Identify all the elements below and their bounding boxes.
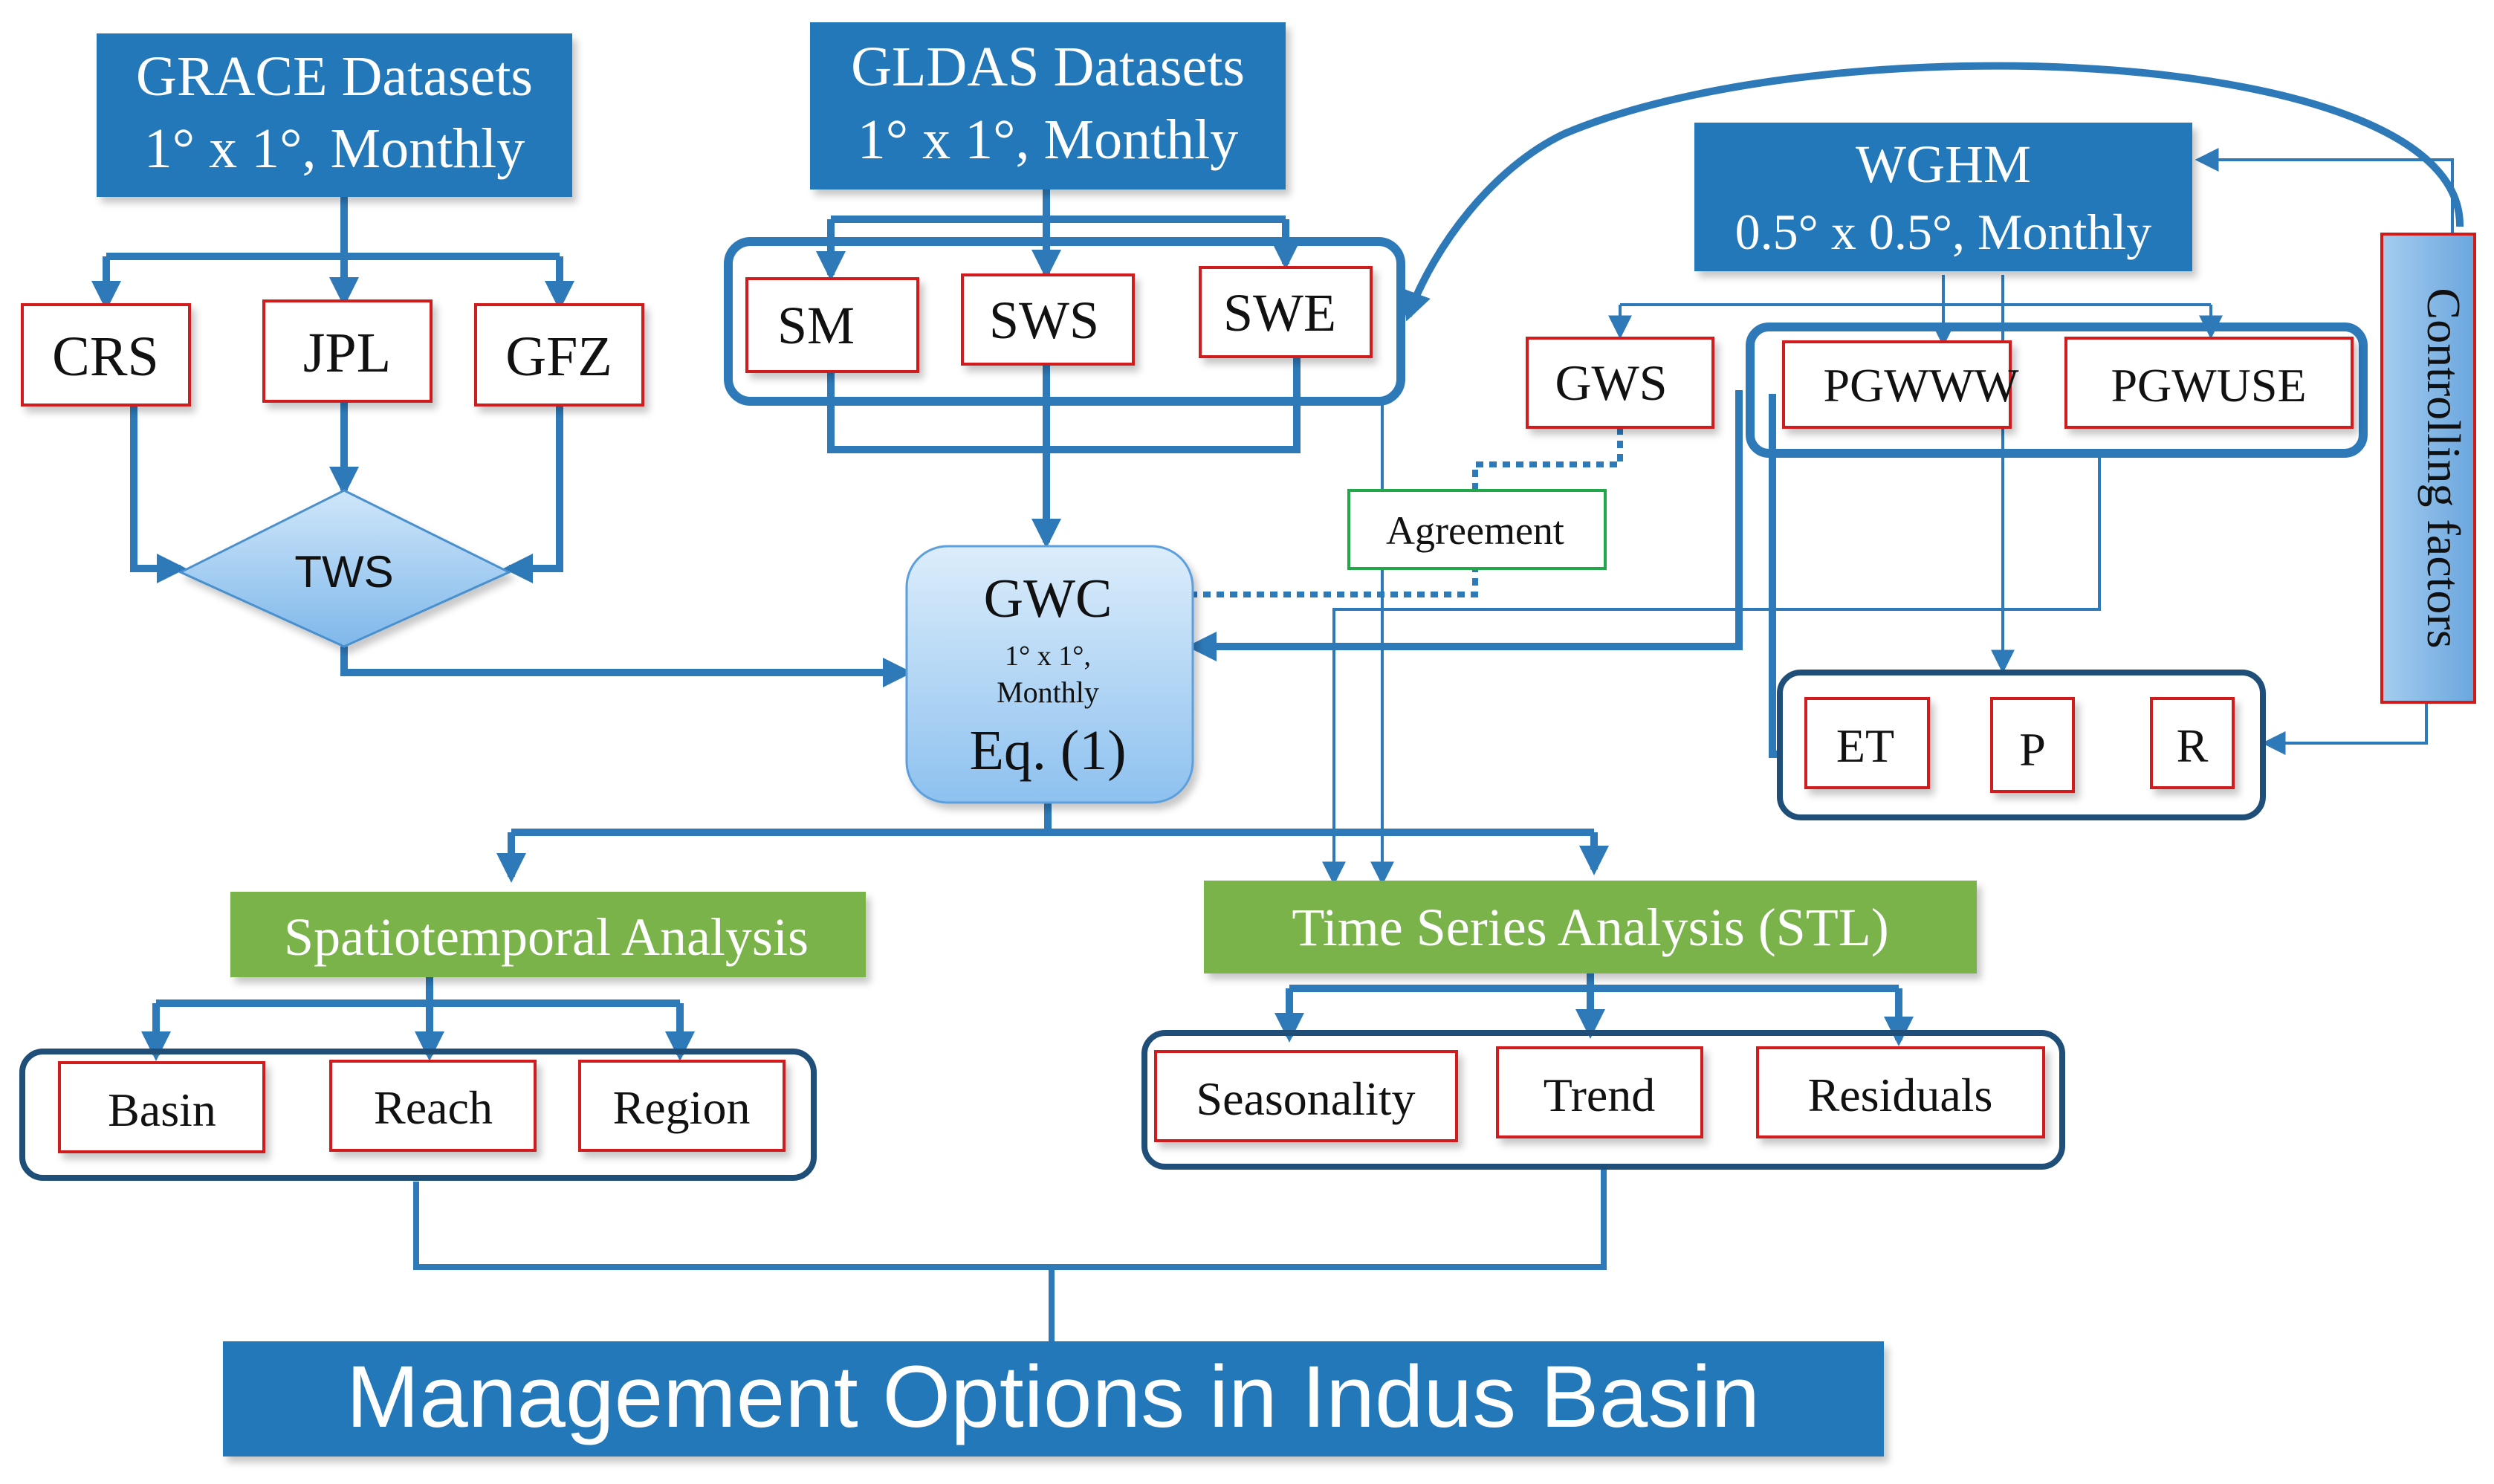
- controlling-curve: [1402, 62, 2464, 322]
- grace-products: CRS JPL GFZ: [21, 299, 644, 406]
- factor-r: R: [2150, 697, 2235, 789]
- timeseries-title: Time Series Analysis (STL): [1292, 898, 1888, 957]
- reach-label: Reach: [374, 1081, 493, 1134]
- product-gfz: GFZ: [474, 303, 644, 406]
- controlling-to-wghm: [2195, 148, 2454, 234]
- item-residuals: Residuals: [1756, 1046, 2045, 1138]
- product-crs: CRS: [21, 303, 191, 406]
- tws-to-gwc: [340, 647, 913, 687]
- item-region: Region: [578, 1060, 786, 1152]
- et-label: ET: [1836, 719, 1894, 772]
- agreement-link: [1472, 427, 1623, 490]
- product-sws: SWS: [961, 273, 1135, 366]
- item-basin: Basin: [58, 1061, 265, 1153]
- product-sm: SM: [745, 277, 919, 373]
- trend-label: Trend: [1544, 1069, 1656, 1121]
- pgwww-label: PGWWW: [1823, 359, 2019, 412]
- management-merge: [413, 1167, 1607, 1341]
- factor-et: ET: [1804, 697, 1930, 789]
- grace-title: GRACE Datasets: [136, 45, 533, 108]
- sws-label: SWS: [989, 291, 1099, 350]
- item-trend: Trend: [1496, 1046, 1703, 1138]
- controlling-factors-box: Controlling factors: [2380, 233, 2476, 704]
- wghm-products-group: PGWWW PGWUSE: [1746, 323, 2368, 458]
- factor-p: P: [1990, 697, 2075, 793]
- item-reach: Reach: [329, 1060, 537, 1152]
- timeseries-box: Time Series Analysis (STL): [1204, 881, 1977, 973]
- wghm-title: WGHM: [1856, 135, 2031, 194]
- agreement-label: Agreement: [1386, 508, 1564, 553]
- gwc-box: GWC 1° x 1°, Monthly Eq. (1): [905, 545, 1194, 804]
- gwc-equation: Eq. (1): [969, 719, 1126, 782]
- residuals-label: Residuals: [1808, 1069, 1993, 1121]
- management-title: Management Options in Indus Basin: [346, 1348, 1760, 1446]
- gwc-title: GWC: [984, 568, 1112, 629]
- gfz-to-tws: [503, 401, 563, 583]
- tws-diamond: TWS: [178, 489, 512, 648]
- gldas-datasets-box: GLDAS Datasets 1° x 1°, Monthly: [810, 22, 1286, 189]
- gfz-label: GFZ: [505, 325, 612, 388]
- p-label: P: [2019, 723, 2046, 776]
- gws-box: GWS: [1526, 337, 1714, 429]
- product-swe: SWE: [1199, 266, 1373, 358]
- tws-label: TWS: [294, 547, 393, 597]
- product-pgwuse: PGWUSE: [2064, 337, 2354, 429]
- gwc-resolution: 1° x 1°,: [1005, 641, 1091, 672]
- spatiotemporal-title: Spatiotemporal Analysis: [284, 907, 809, 967]
- swe-label: SWE: [1223, 283, 1336, 343]
- spatiotemporal-box: Spatiotemporal Analysis: [230, 892, 866, 977]
- pgwuse-label: PGWUSE: [2111, 359, 2306, 412]
- connectors: [91, 62, 2464, 1341]
- crs-to-tws: [130, 401, 187, 583]
- gldas-subtitle: 1° x 1°, Monthly: [858, 108, 1239, 171]
- product-pgwww: PGWWW: [1782, 340, 2019, 429]
- item-seasonality: Seasonality: [1154, 1050, 1458, 1142]
- agreement-link-gwc: [1193, 565, 1478, 597]
- sm-label: SM: [777, 296, 855, 355]
- grace-datasets-box: GRACE Datasets 1° x 1°, Monthly: [97, 33, 572, 197]
- gldas-products-group: SM SWS SWE: [724, 237, 1405, 406]
- spatiotemporal-items: Basin Reach Region: [19, 1049, 817, 1181]
- wghm-subtitle: 0.5° x 0.5°, Monthly: [1735, 204, 2152, 260]
- controlling-factors-label: Controlling factors: [2417, 288, 2470, 648]
- agreement-box: Agreement: [1347, 489, 1607, 570]
- timeseries-items: Seasonality Trend Residuals: [1141, 1030, 2065, 1170]
- basin-label: Basin: [108, 1083, 216, 1136]
- crs-label: CRS: [52, 325, 159, 388]
- pgwuse-to-timeseries: [1322, 457, 2101, 886]
- gws-label: GWS: [1555, 354, 1667, 411]
- wghm-box: WGHM 0.5° x 0.5°, Monthly: [1694, 123, 2192, 271]
- management-box: Management Options in Indus Basin: [223, 1341, 1884, 1457]
- r-label: R: [2177, 719, 2209, 772]
- seasonality-label: Seasonality: [1196, 1072, 1415, 1125]
- jpl-label: JPL: [303, 322, 391, 384]
- gwc-frequency: Monthly: [997, 675, 1099, 709]
- controlling-to-r: [2261, 702, 2428, 755]
- pgw-to-gwc: [1187, 390, 1743, 661]
- gldas-title: GLDAS Datasets: [851, 36, 1245, 98]
- grace-subtitle: 1° x 1°, Monthly: [144, 117, 525, 180]
- region-label: Region: [613, 1081, 751, 1134]
- product-jpl: JPL: [262, 299, 433, 403]
- factors-group: ET P R: [1777, 670, 2266, 820]
